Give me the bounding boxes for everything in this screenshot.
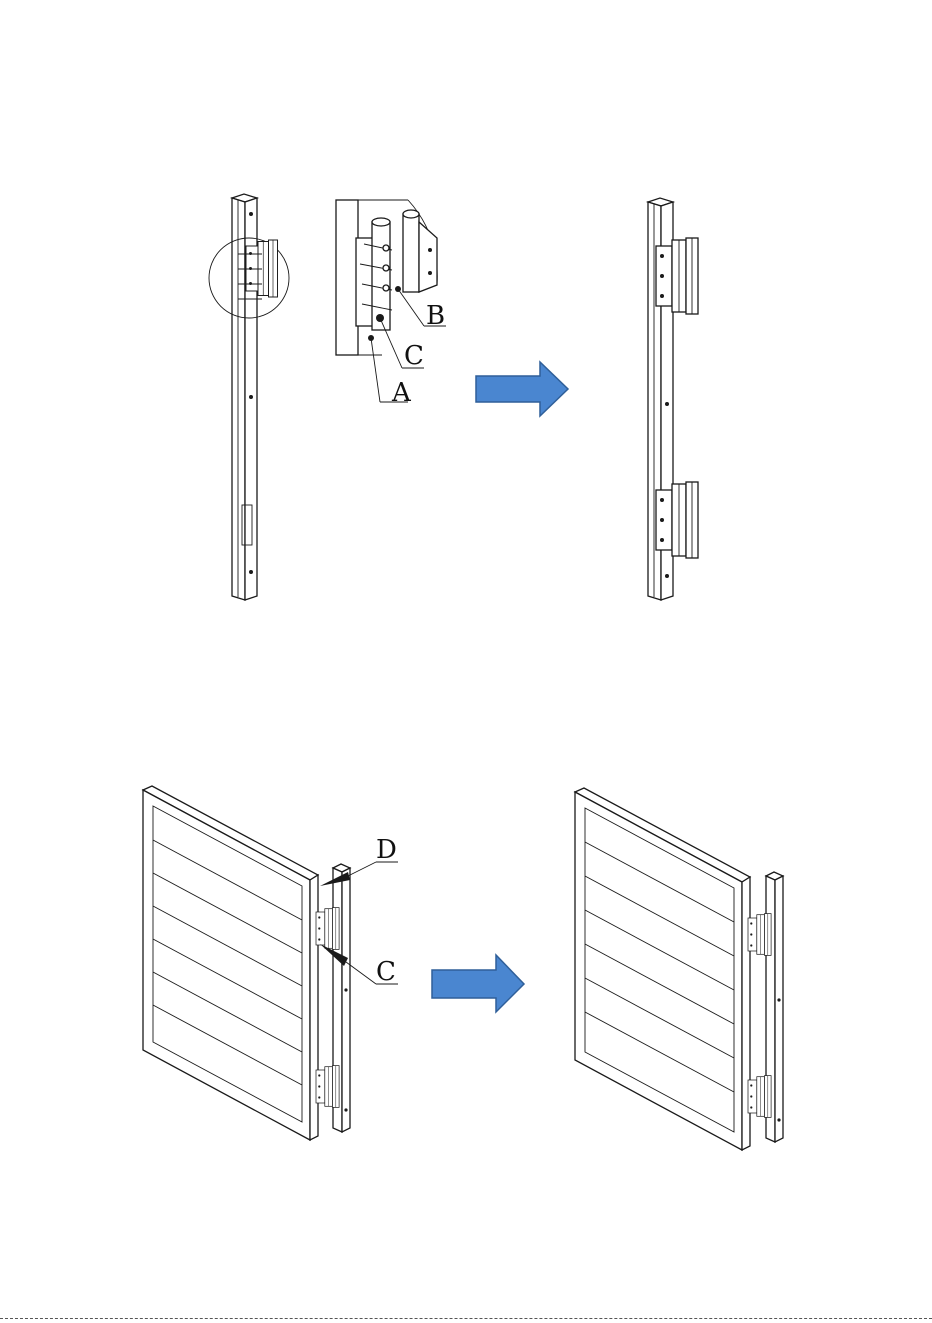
panel-before-mount xyxy=(143,786,318,1140)
arrow-right-bottom xyxy=(432,955,524,1012)
post-with-hinges xyxy=(648,198,698,600)
label-c-detail: C xyxy=(404,341,424,371)
label-b: B xyxy=(426,301,445,331)
post-lower-left xyxy=(316,864,350,1132)
arrow-right-top xyxy=(476,362,568,416)
panel-mounted xyxy=(575,788,750,1150)
label-c-lower: C xyxy=(376,957,396,987)
post-lower-right xyxy=(748,872,783,1142)
hinge-detail-view xyxy=(336,200,437,355)
label-d: D xyxy=(376,835,397,865)
label-a: A xyxy=(391,378,412,408)
leader-d xyxy=(320,862,398,886)
page-cut-line xyxy=(0,1318,932,1319)
